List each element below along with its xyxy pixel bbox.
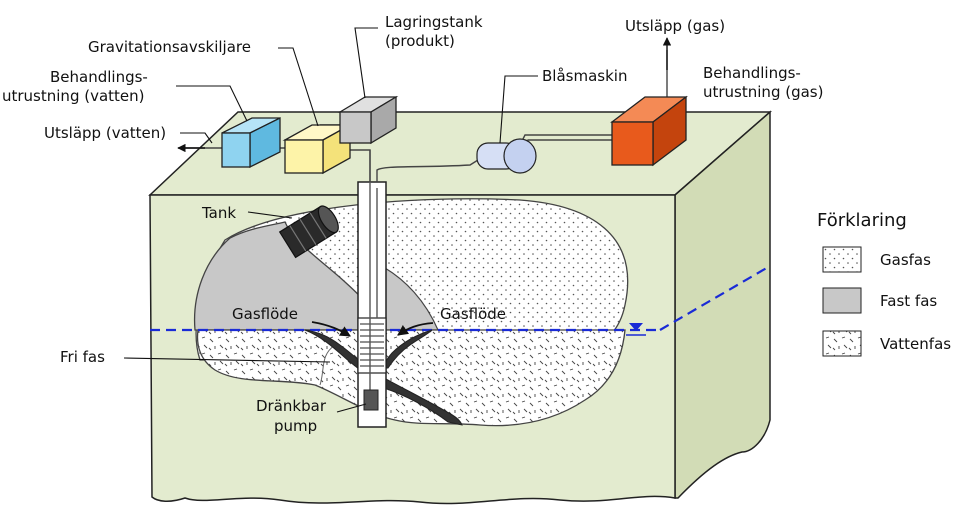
leader-pump xyxy=(336,403,367,413)
water-treatment-label-line1: Behandlings- xyxy=(50,68,148,86)
gas-treatment-box xyxy=(611,121,654,166)
pipe-well-to-blower xyxy=(376,159,479,182)
water-treatment-label-line2: utrustning (vatten) xyxy=(2,87,145,105)
tank-end xyxy=(317,205,339,234)
legend: Förklaring Gasfas Fast fas Vattenfas xyxy=(817,210,951,357)
gas-treatment-label-line1: Behandlings- xyxy=(703,64,801,82)
pump-label-line2: pump xyxy=(274,417,317,435)
well-screen-slots xyxy=(360,323,384,367)
leader-storage-tank xyxy=(354,27,378,99)
legend-item-water-phase: Vattenfas xyxy=(822,330,951,357)
legend-item-solid-phase: Fast fas xyxy=(822,287,937,314)
water-discharge-label: Utsläpp (vatten) xyxy=(44,124,166,142)
labels: Lagringstank (produkt) Gravitationsavski… xyxy=(2,13,823,435)
blower-face xyxy=(503,138,537,174)
water-table xyxy=(150,265,771,336)
leader-free-phase xyxy=(123,357,331,363)
submersible-pump xyxy=(363,389,379,411)
water-treatment-box xyxy=(221,132,251,168)
leader-blower xyxy=(499,75,538,144)
gas-treatment-unit xyxy=(610,95,688,167)
gas-discharge-label: Utsläpp (gas) xyxy=(625,17,725,35)
free-product-lower xyxy=(383,377,463,426)
tank-label: Tank xyxy=(201,204,236,222)
leader-lines xyxy=(123,27,538,413)
water-phase-zone xyxy=(196,329,626,427)
leader-gravity-separator xyxy=(278,47,319,127)
legend-label: Gasfas xyxy=(880,251,931,269)
legend-label: Vattenfas xyxy=(880,335,951,353)
buried-tank xyxy=(278,205,339,259)
free-product-layer xyxy=(304,329,463,426)
pump-label-line1: Dränkbar xyxy=(256,397,327,415)
blower-unit xyxy=(476,138,537,174)
storage-tank-unit xyxy=(337,95,399,145)
recovery-well xyxy=(357,150,387,428)
legend-title: Förklaring xyxy=(817,210,907,231)
water-table-line-side xyxy=(659,265,771,331)
water-table-marker xyxy=(629,323,643,331)
soil-right-face xyxy=(674,110,771,499)
legend-swatch-dots xyxy=(822,246,862,273)
solid-phase-zone xyxy=(193,221,377,331)
leader-water-discharge xyxy=(180,132,213,144)
well-screen xyxy=(357,317,387,374)
gravity-separator-label: Gravitationsavskiljare xyxy=(88,38,251,56)
plume-inner-divider xyxy=(319,344,336,386)
well-casing xyxy=(357,181,387,428)
storage-tank-label-line2: (produkt) xyxy=(385,32,455,50)
blower-label: Blåsmaskin xyxy=(542,67,627,85)
gas-treatment-label-line2: utrustning (gas) xyxy=(703,83,823,101)
gravity-separator-box xyxy=(284,139,324,174)
legend-swatch-solid xyxy=(822,287,862,314)
gas-flow-arrow-right xyxy=(397,322,434,336)
storage-tank-label-line1: Lagringstank xyxy=(385,13,483,31)
gas-flow-arrow-left xyxy=(311,321,351,337)
free-phase-label: Fri fas xyxy=(60,348,105,366)
pipe-well-to-separator xyxy=(345,149,371,182)
leader-tank xyxy=(247,211,293,219)
gas-flow-arrows xyxy=(311,321,434,337)
gas-flow-right-label: Gasflöde xyxy=(440,305,506,323)
water-treatment-unit xyxy=(221,116,281,169)
storage-tank-box xyxy=(339,111,372,144)
legend-label: Fast fas xyxy=(880,292,937,310)
gas-flow-left-label: Gasflöde xyxy=(232,305,298,323)
legend-swatch-dashes xyxy=(822,330,862,357)
legend-item-gas-phase: Gasfas xyxy=(822,246,931,273)
leader-water-treatment xyxy=(176,85,248,122)
